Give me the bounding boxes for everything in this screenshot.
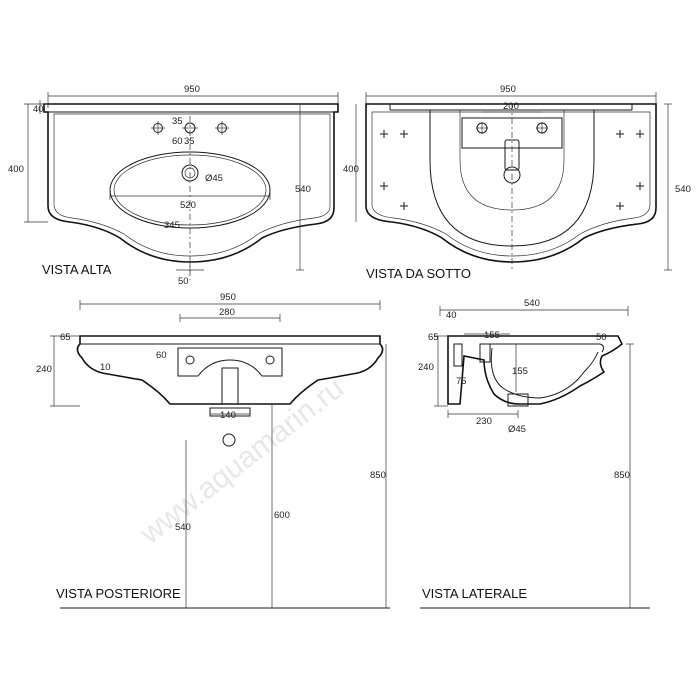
- top-dim-width: 950: [184, 84, 200, 95]
- rear-dim-540: 540: [175, 522, 191, 533]
- bottom-view-title: VISTA DA SOTTO: [366, 266, 471, 281]
- side-dim-850: 850: [614, 470, 630, 481]
- side-dim-40: 40: [446, 310, 457, 321]
- side-dim-drain: Ø45: [508, 424, 526, 435]
- bottom-dim-width: 950: [500, 84, 516, 95]
- top-dim-hole-b: 35: [184, 136, 195, 147]
- side-view-title: VISTA LATERALE: [422, 586, 527, 601]
- rear-dim-rim: 65: [60, 332, 71, 343]
- bottom-dim-depth: 400: [343, 164, 359, 175]
- bottom-dim-tap-spacing: 200: [503, 101, 519, 112]
- rear-dim-600: 600: [274, 510, 290, 521]
- side-dim-230: 230: [476, 416, 492, 427]
- top-view-title: VISTA ALTA: [42, 262, 112, 277]
- side-dim-155-h: 155: [484, 330, 500, 341]
- top-view: 950 400 40 35 60 35 Ø45 520 34: [8, 84, 339, 287]
- side-dim-50: 50: [596, 332, 607, 343]
- rear-view: 950 280 140 240 65 10 60 540 600 850 VIS…: [36, 292, 390, 609]
- rear-dim-waste: 140: [220, 410, 236, 421]
- top-dim-hole-a: 35: [172, 116, 183, 127]
- side-dim-75: 75: [456, 376, 467, 387]
- rear-dim-height: 240: [36, 364, 52, 375]
- side-view: 540 155 155 75 240 40 65 50 230 Ø45 850 …: [418, 298, 650, 609]
- rear-dim-plate-offset: 60: [156, 350, 167, 361]
- top-dim-bowl-depth: 345: [164, 220, 180, 231]
- side-dim-155-v: 155: [512, 366, 528, 377]
- top-dim-front: 50: [178, 276, 189, 287]
- top-dim-depth: 400: [8, 164, 24, 175]
- rear-dim-850: 850: [370, 470, 386, 481]
- side-dim-65: 65: [428, 332, 439, 343]
- rear-dim-edge: 10: [100, 362, 111, 373]
- bottom-dim-front-depth: 540: [675, 184, 691, 195]
- top-dim-bowl-width: 520: [180, 200, 196, 211]
- top-dim-rim: 40: [33, 104, 44, 115]
- side-dim-height: 240: [418, 362, 434, 373]
- side-dim-depth: 540: [524, 298, 540, 309]
- rear-dim-width: 950: [220, 292, 236, 303]
- bottom-view: 950 200 400 540: [343, 84, 691, 281]
- rear-dim-plate: 280: [219, 307, 235, 318]
- top-dim-drain: Ø45: [205, 173, 223, 184]
- top-dim-front-depth: 540: [295, 184, 311, 195]
- top-dim-hole-spacing: 60: [172, 136, 183, 147]
- rear-view-title: VISTA POSTERIORE: [56, 586, 181, 601]
